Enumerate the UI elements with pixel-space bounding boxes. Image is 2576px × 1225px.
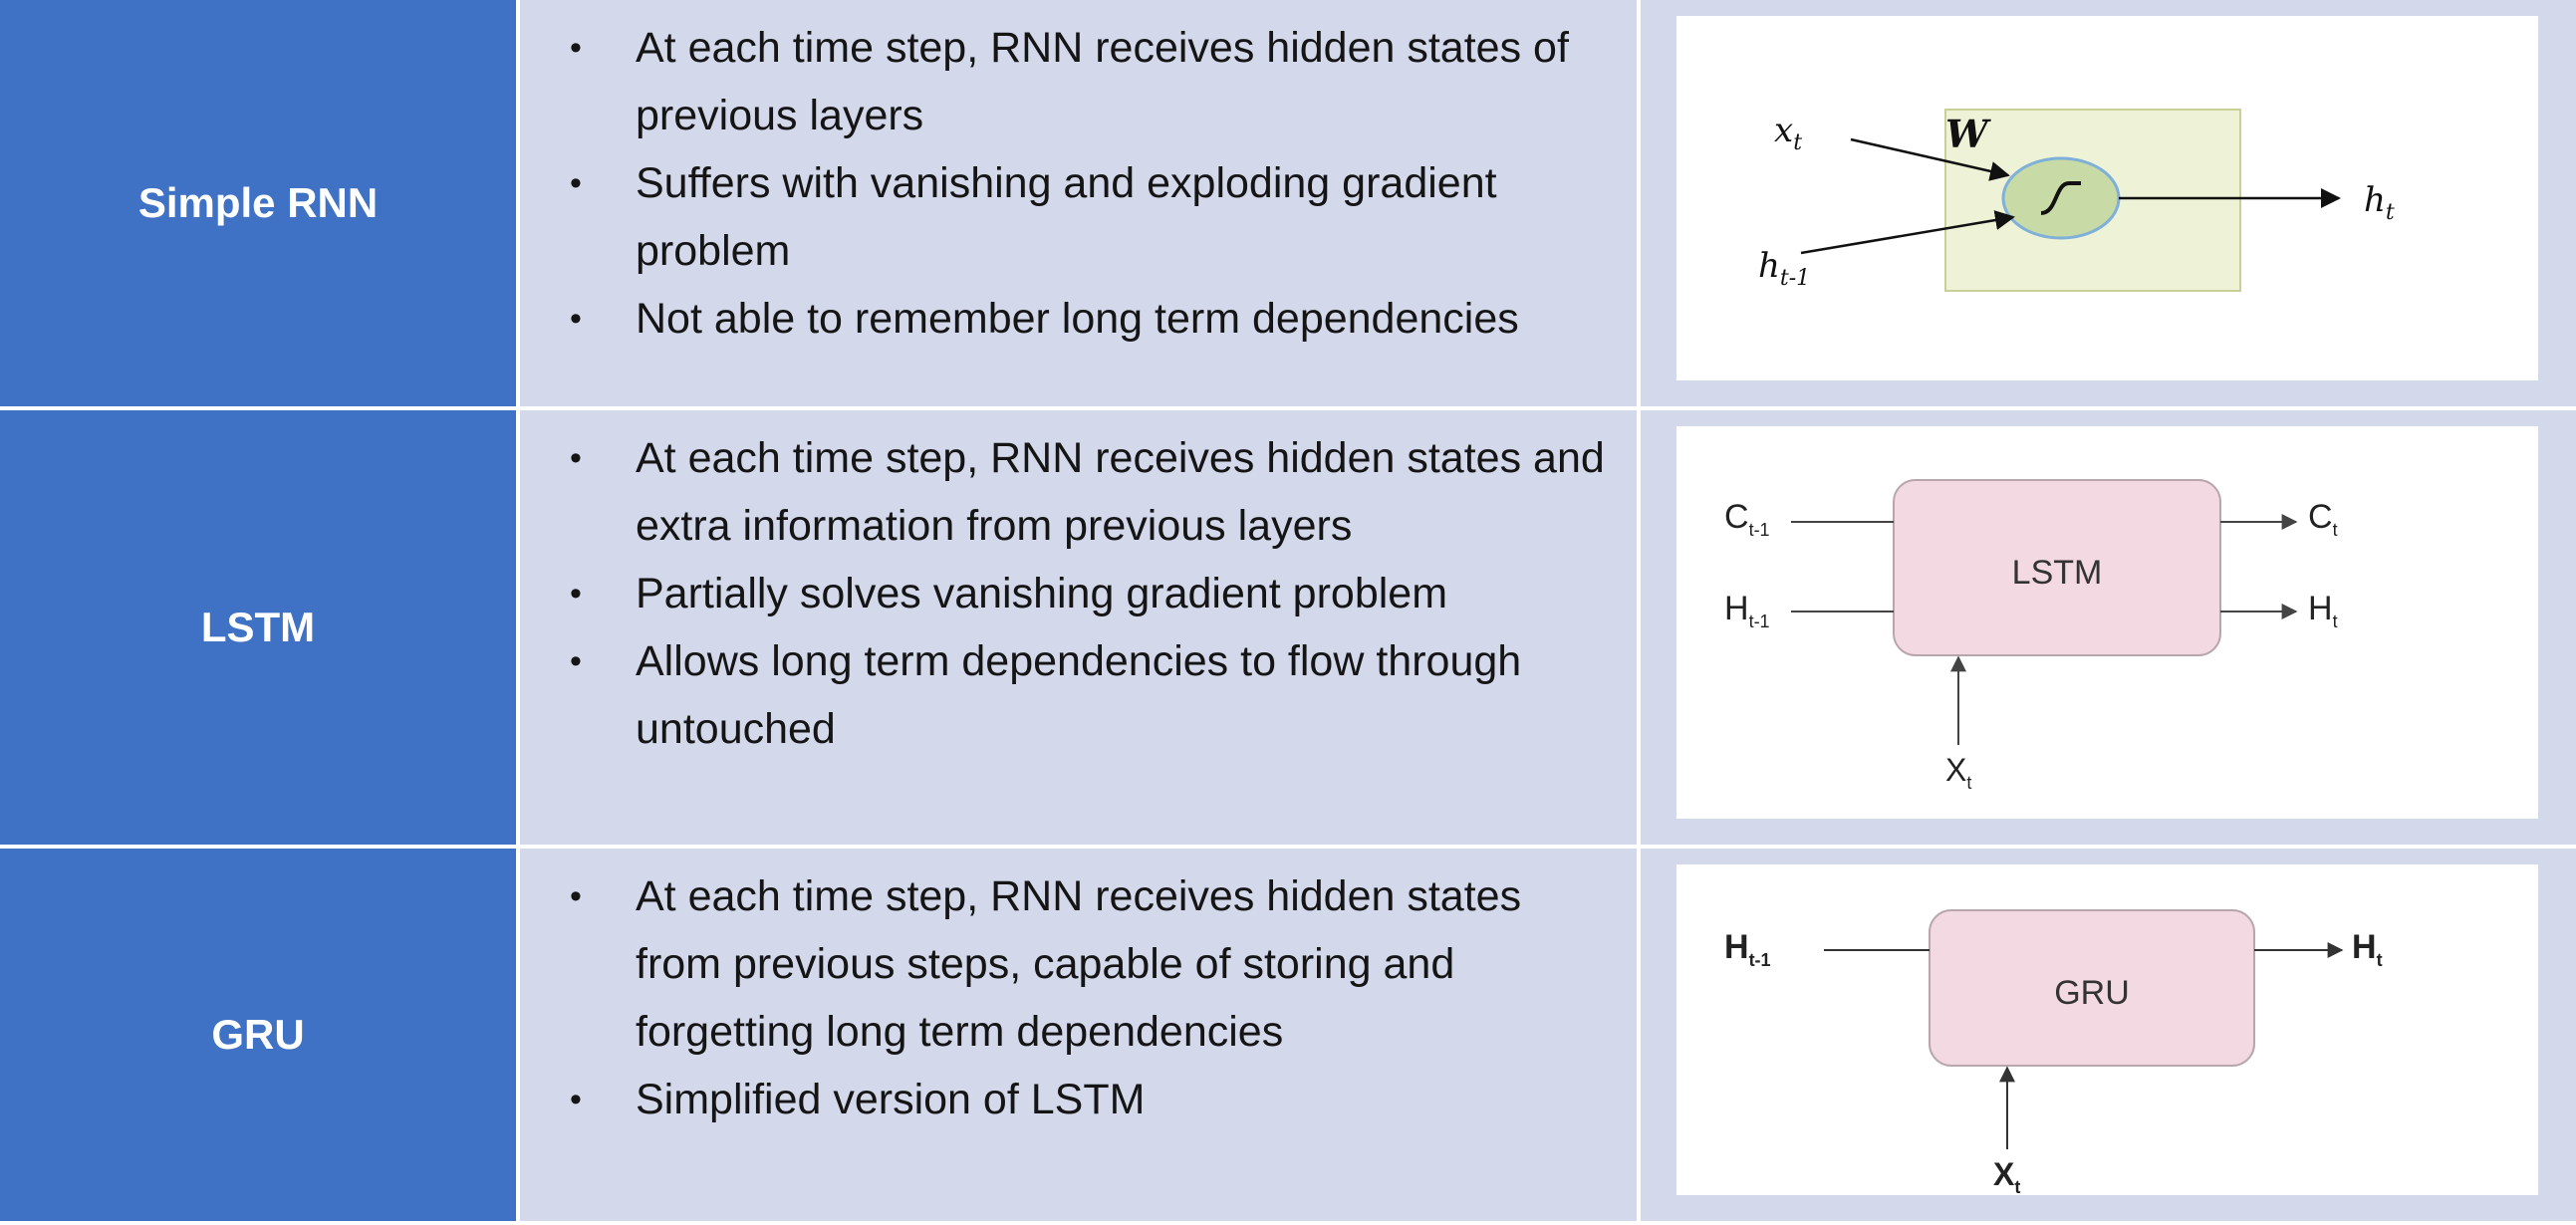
gru-svg: GRU Ht-1 Ht Xt <box>1724 909 2383 1195</box>
prev-hidden-subscript: t-1 <box>1780 266 1810 291</box>
row-description-gru: •At each time step, RNN receives hidden … <box>520 849 1641 1225</box>
svg-text:xt: xt <box>1774 111 1802 155</box>
prev-hidden-arrow <box>1800 210 2015 255</box>
hidden-in-subscript: t-1 <box>1749 612 1770 631</box>
svg-text:Ht-1: Ht-1 <box>1724 928 1771 970</box>
hidden-out-subscript: t <box>2377 950 2383 970</box>
input-x-label: x <box>1774 111 1793 150</box>
bullet-item: •At each time step, RNN receives hidden … <box>570 24 1569 139</box>
bullet-item: •At each time step, RNN receives hidden … <box>570 872 1522 1056</box>
row-name-lstm: LSTM <box>200 604 316 650</box>
lstm-box-label: LSTM <box>2012 554 2103 592</box>
cell-state-out-label: C <box>2308 498 2333 536</box>
svg-text:Ct-1: Ct-1 <box>1724 498 1770 540</box>
lstm-box <box>1893 479 2221 656</box>
hidden-in-subscript: t-1 <box>1749 950 1771 970</box>
output-h-subscript: t <box>2386 200 2395 225</box>
weight-label: W <box>1945 112 1991 156</box>
row-name-simple-rnn: Simple RNN <box>137 179 379 226</box>
bullet-item: •At each time step, RNN receives hidden … <box>570 434 1605 550</box>
simple-rnn-diagram: xt W ht-1 ht <box>1676 16 2538 380</box>
gru-box-label: GRU <box>2054 974 2130 1012</box>
row-diagram-cell-simple-rnn: xt W ht-1 ht <box>1641 0 2576 410</box>
row-name-cell-gru: GRU <box>0 849 520 1225</box>
cell-state-out-subscript: t <box>2333 520 2338 540</box>
row-diagram-cell-gru: GRU Ht-1 Ht Xt <box>1641 849 2576 1225</box>
bullet-item: •Partially solves vanishing gradient pro… <box>570 570 1448 617</box>
svg-text:Ht-1: Ht-1 <box>1724 590 1770 631</box>
input-x-label: X <box>1993 1156 2015 1192</box>
bullet-item: •Simplified version of LSTM <box>570 1076 1146 1123</box>
hidden-in-label: H <box>1724 590 1749 627</box>
simple-rnn-svg: xt W ht-1 ht <box>1758 109 2395 292</box>
gru-diagram: GRU Ht-1 Ht Xt <box>1676 864 2538 1195</box>
svg-text:ht: ht <box>2364 180 2395 225</box>
lstm-svg: LSTM Ct-1 Ht-1 Ct Ht Xt <box>1724 479 2338 793</box>
bullet-item: •Suffers with vanishing and exploding gr… <box>570 159 1497 275</box>
svg-text:ht-1: ht-1 <box>1758 246 1810 291</box>
svg-text:Ht: Ht <box>2308 590 2338 631</box>
svg-text:Ht: Ht <box>2352 928 2383 970</box>
bullet-item: •Not able to remember long term dependen… <box>570 295 1519 343</box>
svg-text:Xt: Xt <box>1945 752 1971 793</box>
hidden-out-label: H <box>2352 928 2377 966</box>
svg-text:Ct: Ct <box>2308 498 2338 540</box>
input-x-subscript: t <box>1966 773 1971 793</box>
input-x-subscript: t <box>1793 130 1802 155</box>
hidden-out-label: H <box>2308 590 2333 627</box>
bullet-item: •Allows long term dependencies to flow t… <box>570 637 1522 753</box>
bullet-list: •At each time step, RNN receives hidden … <box>550 424 1617 763</box>
row-description-simple-rnn: •At each time step, RNN receives hidden … <box>520 0 1641 410</box>
input-x-subscript: t <box>2014 1177 2020 1195</box>
svg-text:Xt: Xt <box>1993 1156 2020 1195</box>
bullet-list: •At each time step, RNN receives hidden … <box>550 862 1617 1133</box>
row-description-lstm: •At each time step, RNN receives hidden … <box>520 410 1641 849</box>
bullet-list: •At each time step, RNN receives hidden … <box>550 14 1617 353</box>
input-x-arrow <box>1850 137 2010 181</box>
lstm-diagram: LSTM Ct-1 Ht-1 Ct Ht Xt <box>1676 426 2538 819</box>
row-diagram-cell-lstm: LSTM Ct-1 Ht-1 Ct Ht Xt <box>1641 410 2576 849</box>
row-name-gru: GRU <box>211 1011 305 1058</box>
row-name-cell-simple-rnn: Simple RNN <box>0 0 520 410</box>
hidden-in-label: H <box>1724 928 1749 966</box>
input-x-label: X <box>1945 752 1966 788</box>
output-h-label: h <box>2364 180 2386 220</box>
gru-box <box>1929 909 2255 1067</box>
activation-neuron <box>2001 156 2121 240</box>
prev-hidden-label: h <box>1758 246 1780 286</box>
sigmoid-icon <box>2040 181 2081 215</box>
cell-state-in-label: C <box>1724 498 1749 536</box>
hidden-out-subscript: t <box>2333 612 2338 631</box>
row-name-cell-lstm: LSTM <box>0 410 520 849</box>
cell-state-in-subscript: t-1 <box>1749 520 1770 540</box>
